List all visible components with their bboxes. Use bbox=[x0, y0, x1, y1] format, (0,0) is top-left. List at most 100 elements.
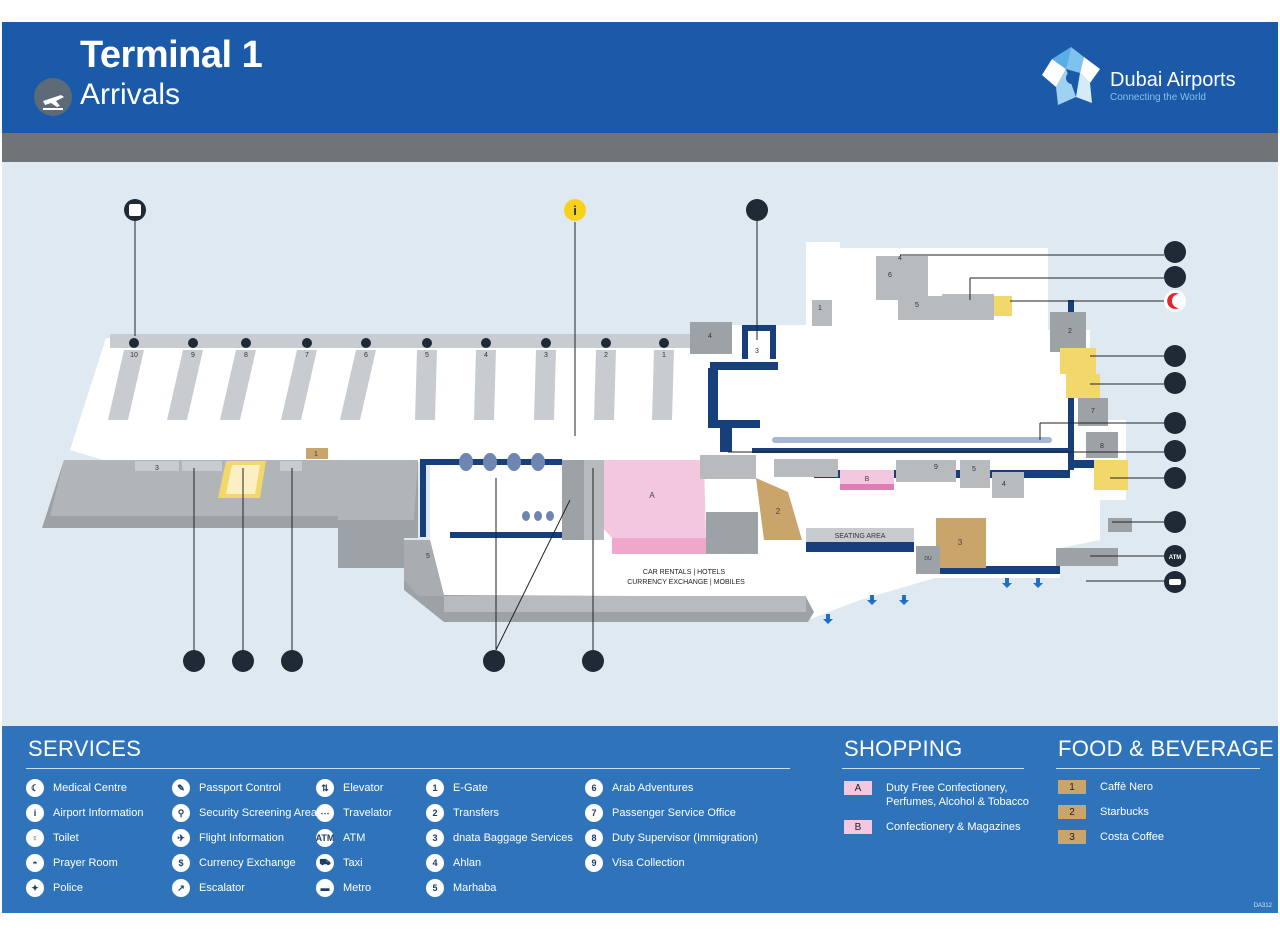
legend-panel bbox=[2, 726, 1278, 913]
map-icon-markers: i ATM bbox=[124, 199, 1186, 672]
currency-exchange-icon bbox=[582, 650, 604, 672]
legend-escalator-label: Escalator bbox=[199, 882, 245, 894]
legend-police: ✦Police bbox=[26, 879, 83, 897]
food-1-kiosk bbox=[306, 448, 328, 459]
food-code-badge: 1 bbox=[1058, 780, 1086, 794]
legend-atm-icon: ATM bbox=[316, 829, 334, 847]
legend-police-label: Police bbox=[53, 882, 83, 894]
legend-service-5-label: Marhaba bbox=[453, 882, 497, 894]
food-name: Starbucks bbox=[1100, 806, 1149, 818]
shop-b-edge bbox=[840, 484, 894, 490]
zone-label-a: A bbox=[649, 491, 655, 500]
ne-medical bbox=[994, 296, 1012, 316]
svc-num-4-east: 4 bbox=[1002, 481, 1006, 488]
svc-num-5-north: 5 bbox=[915, 302, 919, 309]
ne-block-row bbox=[942, 294, 994, 320]
baggage-belt-1 bbox=[652, 350, 674, 420]
food-name: Caffè Nero bbox=[1100, 781, 1153, 793]
legend-travelator-icon: ⋯ bbox=[316, 804, 334, 822]
food-name: Costa Coffee bbox=[1100, 831, 1165, 843]
baggage-belt-number: 4 bbox=[484, 352, 488, 359]
baggage-belt-3 bbox=[534, 350, 556, 420]
legend-service-2-icon: 2 bbox=[426, 804, 444, 822]
header-divider-band bbox=[2, 133, 1278, 162]
svc-num-9: 9 bbox=[934, 464, 938, 471]
legend-prayer-room: ◓Prayer Room bbox=[26, 854, 118, 872]
svc-num-3-top: 3 bbox=[755, 348, 759, 355]
legend-metro: ▬ Metro bbox=[316, 879, 371, 897]
boundary-walls bbox=[420, 300, 1098, 574]
food-heading: FOOD & BEVERAGE bbox=[1058, 736, 1274, 761]
legend-flight-information-icon: ✈ bbox=[172, 829, 190, 847]
zone-label-b: B bbox=[865, 476, 870, 483]
baggage-belt-marker-icon bbox=[302, 338, 312, 348]
svg-text:i: i bbox=[573, 203, 577, 218]
shop-name: Duty Free Confectionery,Perfumes, Alcoho… bbox=[886, 782, 1029, 808]
legend-service-4-icon: 4 bbox=[426, 854, 444, 872]
baggage-belt-7 bbox=[281, 350, 317, 420]
baggage-belt-6 bbox=[340, 350, 376, 420]
service-1-ne bbox=[812, 300, 832, 326]
food-3-costa bbox=[936, 518, 986, 568]
legend-service-9-label: Visa Collection bbox=[612, 857, 685, 869]
service-3-booth bbox=[135, 461, 179, 471]
food-2-starbucks bbox=[756, 478, 802, 540]
baggage-belt-8 bbox=[220, 350, 256, 420]
document-code: DA312 bbox=[1253, 903, 1272, 909]
baggage-belt-number: 9 bbox=[191, 352, 195, 359]
baggage-belt-marker-icon bbox=[361, 338, 371, 348]
toilet-icon bbox=[232, 650, 254, 672]
legend-passport-control: ✎Passport Control bbox=[172, 779, 281, 797]
seating-area-label: SEATING AREA bbox=[835, 533, 886, 540]
duty-free-a-zone bbox=[586, 460, 706, 540]
car-rental-booths bbox=[706, 512, 758, 554]
svc-num-7: 7 bbox=[1091, 408, 1095, 415]
food-rule bbox=[1056, 768, 1260, 769]
baggage-belt-number: 8 bbox=[244, 352, 248, 359]
central-column-2 bbox=[584, 460, 604, 540]
legend-metro-label: Metro bbox=[343, 882, 372, 894]
toilet-icon bbox=[1164, 467, 1186, 489]
legend-toilet: ♀Toilet bbox=[26, 829, 79, 847]
currency-exchange-icon bbox=[1164, 266, 1186, 288]
shop-b-confectionery bbox=[840, 470, 894, 486]
svc-num-5-east: 5 bbox=[972, 466, 976, 473]
baggage-belt-marker-icon bbox=[188, 338, 198, 348]
shop-name: Confectionery & Magazines bbox=[886, 821, 1021, 833]
logo-name: Dubai Airports bbox=[1110, 69, 1236, 91]
belt-strip bbox=[110, 334, 700, 348]
baggage-belt-number: 5 bbox=[425, 352, 429, 359]
baggage-belt-10 bbox=[108, 350, 144, 420]
legend-atm-label: ATM bbox=[343, 832, 366, 844]
legend-metro-icon: ▬ bbox=[316, 879, 334, 897]
baggage-belt-number: 2 bbox=[604, 352, 608, 359]
legend-medical-centre-label: Medical Centre bbox=[53, 782, 127, 794]
services-rule bbox=[26, 768, 790, 769]
currency-booth-left bbox=[280, 461, 302, 471]
east-prayer bbox=[1066, 374, 1100, 398]
currency-exchange-icon bbox=[281, 650, 303, 672]
security-screening-icon bbox=[183, 650, 205, 672]
svc-num-4-north: 4 bbox=[898, 255, 902, 262]
police-icon bbox=[1164, 412, 1186, 434]
car-rentals-label-1: CAR RENTALS | HOTELS bbox=[643, 569, 726, 576]
police-icon bbox=[746, 199, 768, 221]
legend-escalator: ↗Escalator bbox=[172, 879, 245, 897]
pillars bbox=[459, 453, 554, 521]
baggage-belt-marker-icon bbox=[541, 338, 551, 348]
legend-medical-centre-icon: ☾ bbox=[26, 779, 44, 797]
ne-block-5 bbox=[898, 296, 942, 320]
east-shops-row-2 bbox=[896, 460, 956, 482]
baggage-belt-marker-icon bbox=[481, 338, 491, 348]
legend-service-8-label: Duty Supervisor (Immigration) bbox=[612, 832, 759, 844]
seating-area bbox=[806, 528, 914, 542]
legend-service-1-icon: 1 bbox=[426, 779, 444, 797]
east-shops-row bbox=[774, 459, 838, 477]
legend-travelator: ⋯Travelator bbox=[316, 804, 392, 822]
security-screening-icon bbox=[483, 650, 505, 672]
services-heading: SERVICES bbox=[28, 736, 142, 761]
